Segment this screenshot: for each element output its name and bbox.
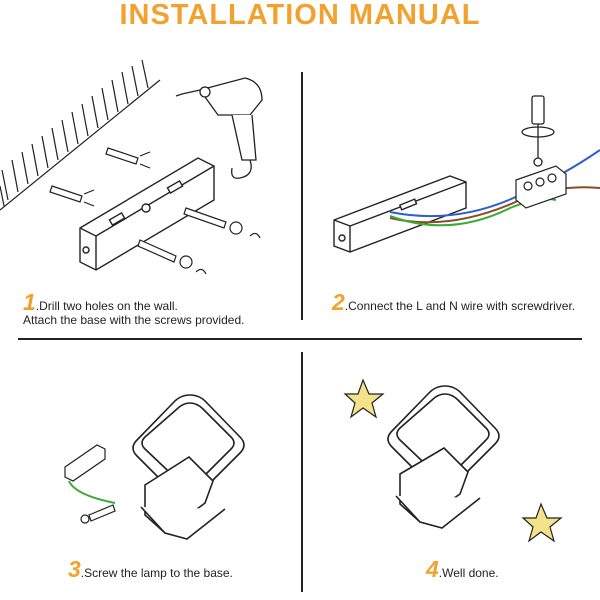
step-1-line2: Attach the base with the screws provided… [23, 313, 245, 327]
step-1-caption: 1.Drill two holes on the wall. Attach th… [23, 289, 245, 328]
step-2-number: 2 [332, 289, 345, 315]
step-2-caption: 2.Connect the L and N wire with screwdri… [332, 289, 576, 315]
step-4-number: 4 [426, 556, 439, 582]
step-1-number: 1 [23, 289, 36, 315]
step-4-caption: 4.Well done. [426, 556, 499, 582]
manual-title: INSTALLATION MANUAL [119, 0, 481, 31]
screw-icons [137, 207, 261, 275]
lamp-icon [132, 394, 245, 540]
step-3-caption: 3.Screw the lamp to the base. [68, 556, 233, 582]
step-3-number: 3 [68, 556, 81, 582]
finished-lamp-icon [387, 385, 500, 529]
wall-hatching [0, 59, 161, 211]
step-4-line1: .Well done. [438, 566, 499, 580]
small-bracket-icon [64, 444, 106, 482]
wall-anchor-icons [49, 147, 151, 207]
step-3-line1: .Screw the lamp to the base. [80, 566, 233, 580]
drill-icon [175, 77, 263, 179]
star-icon [343, 378, 563, 543]
step-2-line1: .Connect the L and N wire with screwdriv… [344, 299, 576, 313]
screwdriver-icon [521, 95, 555, 167]
screw-icon [80, 504, 116, 524]
step1-illustration [0, 59, 263, 275]
connection-wire [68, 480, 116, 504]
step2-illustration [333, 95, 600, 253]
step3-illustration [64, 394, 245, 540]
vertical-divider-top [301, 72, 303, 320]
terminal-block-icon [515, 165, 567, 209]
horizontal-divider [18, 338, 582, 340]
vertical-divider-bottom [301, 352, 303, 592]
mounting-bracket-icon [79, 157, 215, 271]
step4-illustration [343, 378, 563, 543]
step-1-line1: .Drill two holes on the wall. [35, 299, 178, 313]
